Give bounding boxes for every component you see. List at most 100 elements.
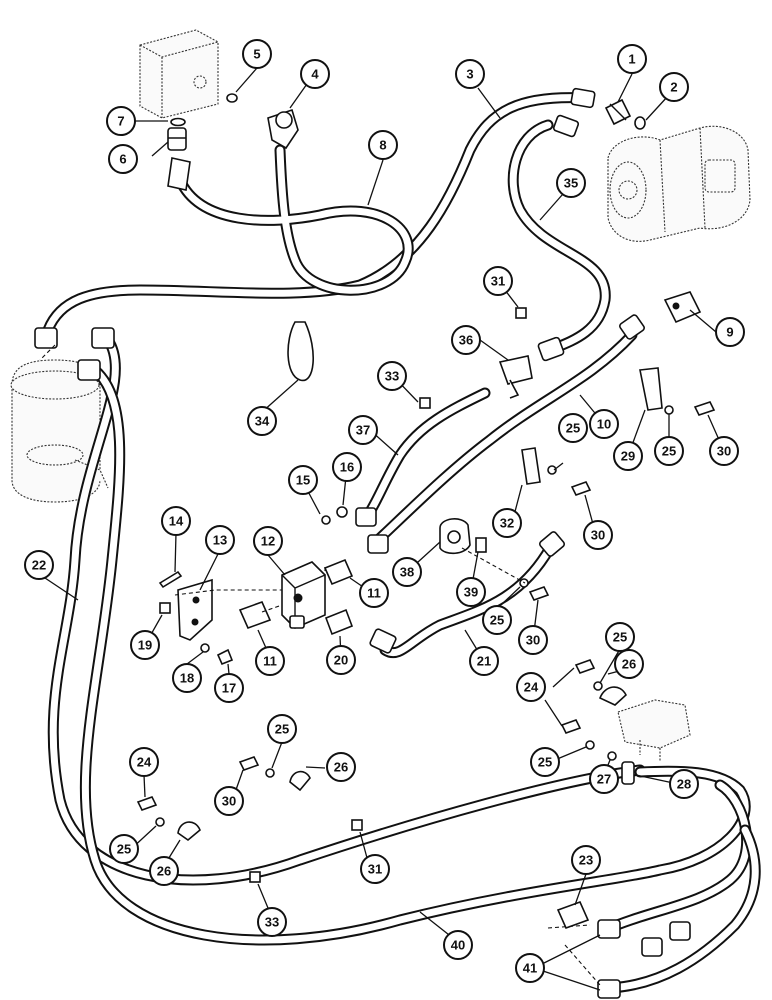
- svg-text:17: 17: [222, 681, 236, 696]
- callout-25e: 25: [530, 747, 560, 777]
- callout-34: 34: [247, 406, 277, 436]
- bolts-24: [136, 659, 596, 811]
- svg-text:25: 25: [613, 630, 627, 645]
- o-ring-7: [170, 117, 186, 127]
- callout-6: 6: [108, 144, 138, 174]
- callout-19: 19: [130, 630, 160, 660]
- callout-26b: 26: [326, 752, 356, 782]
- callout-18: 18: [172, 663, 202, 693]
- cable-tie-34: [287, 321, 314, 382]
- bracket-32: [521, 447, 541, 485]
- o-ring-2: [634, 116, 646, 130]
- svg-text:40: 40: [451, 938, 465, 953]
- svg-text:27: 27: [597, 772, 611, 787]
- callout-5: 5: [242, 39, 272, 69]
- svg-text:16: 16: [340, 460, 354, 475]
- callout-23: 23: [571, 845, 601, 875]
- hose-40: [79, 364, 751, 946]
- adapter-23: [556, 900, 590, 930]
- callout-26a: 26: [614, 649, 644, 679]
- svg-text:25: 25: [566, 421, 580, 436]
- svg-text:32: 32: [500, 516, 514, 531]
- o-ring-5: [226, 93, 238, 103]
- callout-22: 22: [24, 550, 54, 580]
- svg-text:30: 30: [526, 633, 540, 648]
- straight-fitting-11b: [238, 600, 272, 630]
- washer-15: [321, 515, 331, 525]
- svg-text:29: 29: [621, 449, 635, 464]
- callout-13: 13: [205, 525, 235, 555]
- svg-text:6: 6: [119, 152, 126, 167]
- callout-25d: 25: [605, 622, 635, 652]
- callout-24b: 24: [129, 747, 159, 777]
- svg-text:25: 25: [275, 722, 289, 737]
- callout-9: 9: [715, 317, 745, 347]
- svg-text:5: 5: [253, 47, 260, 62]
- callout-8: 8: [368, 130, 398, 160]
- svg-text:2: 2: [670, 80, 677, 95]
- hose-8: [174, 144, 414, 296]
- callout-41: 41: [515, 953, 545, 983]
- callout-25b: 25: [654, 436, 684, 466]
- svg-text:11: 11: [263, 654, 277, 669]
- callout-14: 14: [161, 506, 191, 536]
- callout-2: 2: [659, 72, 689, 102]
- svg-text:12: 12: [261, 534, 275, 549]
- callout-36: 36: [451, 325, 481, 355]
- tee-fitting-9: [663, 291, 702, 324]
- svg-text:15: 15: [296, 473, 310, 488]
- svg-text:41: 41: [523, 961, 537, 976]
- hydraulic-pump-ghost: [607, 125, 751, 242]
- hose-10: [372, 329, 638, 546]
- svg-text:28: 28: [677, 777, 691, 792]
- straight-fitting-11a: [323, 558, 354, 586]
- clips-33: [249, 397, 431, 883]
- p-clamps-26: [177, 686, 627, 842]
- reservoir-block-ghost: [139, 29, 219, 119]
- fitting-20: [324, 608, 354, 636]
- hose-41b: [604, 824, 761, 994]
- elbow-fitting-4: [267, 108, 299, 150]
- svg-text:3: 3: [466, 67, 473, 82]
- callout-29: 29: [613, 441, 643, 471]
- bolts-30: [238, 401, 716, 771]
- fitting-1: [604, 98, 632, 126]
- nut-39: [475, 537, 487, 553]
- callout-30a: 30: [709, 436, 739, 466]
- callout-15: 15: [288, 465, 318, 495]
- callout-21: 21: [469, 646, 499, 676]
- svg-text:1: 1: [628, 52, 635, 67]
- tee-fitting-36: [498, 355, 533, 399]
- svg-text:4: 4: [311, 67, 319, 82]
- svg-text:31: 31: [491, 274, 505, 289]
- svg-text:34: 34: [255, 414, 270, 429]
- callout-1: 1: [617, 44, 647, 74]
- clamp-28: [621, 761, 635, 785]
- svg-text:10: 10: [597, 417, 611, 432]
- callout-26c: 26: [149, 856, 179, 886]
- hose-35: [507, 119, 611, 354]
- callout-11a: 11: [359, 578, 389, 608]
- callout-16: 16: [332, 452, 362, 482]
- callout-3: 3: [455, 59, 485, 89]
- callout-25f: 25: [267, 714, 297, 744]
- hose-41a: [599, 779, 753, 936]
- svg-text:8: 8: [379, 138, 386, 153]
- svg-text:33: 33: [265, 915, 279, 930]
- svg-text:25: 25: [538, 755, 552, 770]
- hose-end-fittings: [34, 87, 691, 999]
- callout-38: 38: [392, 557, 422, 587]
- callout-39: 39: [456, 577, 486, 607]
- callout-7: 7: [106, 106, 136, 136]
- svg-text:24: 24: [137, 755, 152, 770]
- svg-text:22: 22: [32, 558, 46, 573]
- svg-text:20: 20: [334, 653, 348, 668]
- svg-text:26: 26: [334, 760, 348, 775]
- svg-text:38: 38: [400, 565, 414, 580]
- filter-canister-ghost: [10, 359, 109, 503]
- callout-28: 28: [669, 769, 699, 799]
- callout-10: 10: [589, 409, 619, 439]
- callout-25a: 25: [558, 413, 588, 443]
- svg-text:35: 35: [564, 176, 578, 191]
